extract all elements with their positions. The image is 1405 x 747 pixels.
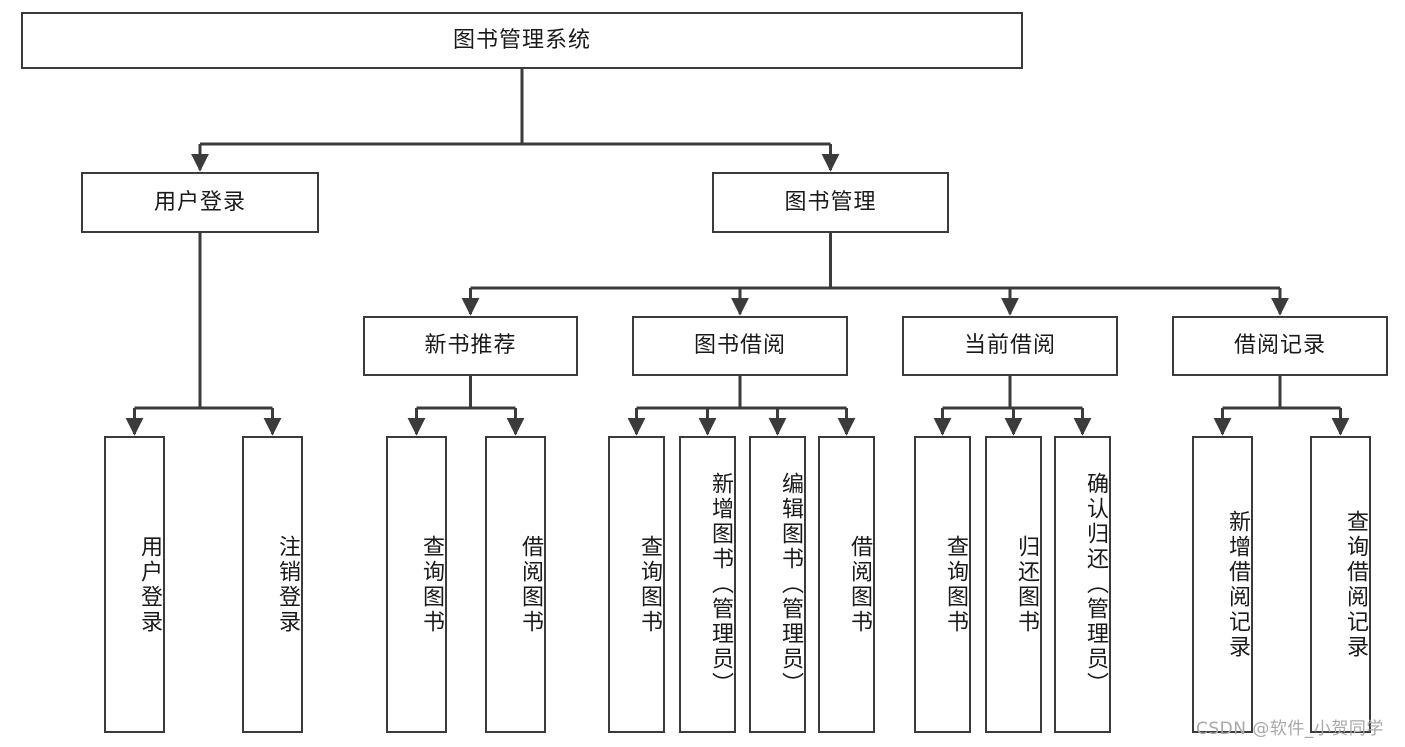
node-label: 新增图书（管理员） <box>708 472 733 697</box>
node-label: 借阅图书 <box>847 534 872 635</box>
node-label: 图书借阅 <box>693 333 786 359</box>
node-leaf-borrow-book-1[interactable]: 借阅图书 <box>485 436 546 733</box>
node-leaf-edit-book[interactable]: 编辑图书（管理员） <box>749 436 806 733</box>
node-label: 用户登录 <box>153 189 246 215</box>
node-label: 图书管理 <box>784 189 877 215</box>
node-leaf-query-book-1[interactable]: 查询图书 <box>386 436 447 733</box>
node-label: 注销登录 <box>275 534 300 635</box>
node-label: 当前借阅 <box>963 333 1056 359</box>
node-label: 用户登录 <box>137 534 162 635</box>
node-label: 借阅图书 <box>518 534 543 635</box>
node-label: 查询图书 <box>637 534 662 635</box>
node-label: 新书推荐 <box>424 333 517 359</box>
node-leaf-query-record[interactable]: 查询借阅记录 <box>1310 436 1371 733</box>
node-leaf-user-login[interactable]: 用户登录 <box>104 436 165 733</box>
node-user-login[interactable]: 用户登录 <box>81 172 319 233</box>
node-leaf-add-book[interactable]: 新增图书（管理员） <box>679 436 736 733</box>
node-leaf-user-logout[interactable]: 注销登录 <box>242 436 303 733</box>
node-leaf-borrow-book-2[interactable]: 借阅图书 <box>818 436 875 733</box>
node-leaf-add-record[interactable]: 新增借阅记录 <box>1192 436 1253 733</box>
node-label: 查询图书 <box>943 534 968 635</box>
node-label: 归还图书 <box>1014 534 1039 635</box>
node-book-manage[interactable]: 图书管理 <box>712 172 949 233</box>
node-label: 查询借阅记录 <box>1343 509 1368 660</box>
node-leaf-query-book-2[interactable]: 查询图书 <box>608 436 665 733</box>
node-new-book-recommend[interactable]: 新书推荐 <box>363 316 578 376</box>
node-label: 图书管理系统 <box>452 27 591 53</box>
node-borrow-record[interactable]: 借阅记录 <box>1172 316 1388 376</box>
node-leaf-confirm-return[interactable]: 确认归还（管理员） <box>1054 436 1111 733</box>
node-label: 新增借阅记录 <box>1225 509 1250 660</box>
node-leaf-return-book[interactable]: 归还图书 <box>985 436 1042 733</box>
node-label: 确认归还（管理员） <box>1083 472 1108 697</box>
node-current-borrow[interactable]: 当前借阅 <box>902 316 1118 376</box>
node-book-borrow[interactable]: 图书借阅 <box>632 316 848 376</box>
node-root[interactable]: 图书管理系统 <box>21 12 1023 69</box>
node-leaf-query-book-3[interactable]: 查询图书 <box>914 436 971 733</box>
node-label: 编辑图书（管理员） <box>778 472 803 697</box>
node-label: 查询图书 <box>419 534 444 635</box>
node-label: 借阅记录 <box>1233 333 1326 359</box>
